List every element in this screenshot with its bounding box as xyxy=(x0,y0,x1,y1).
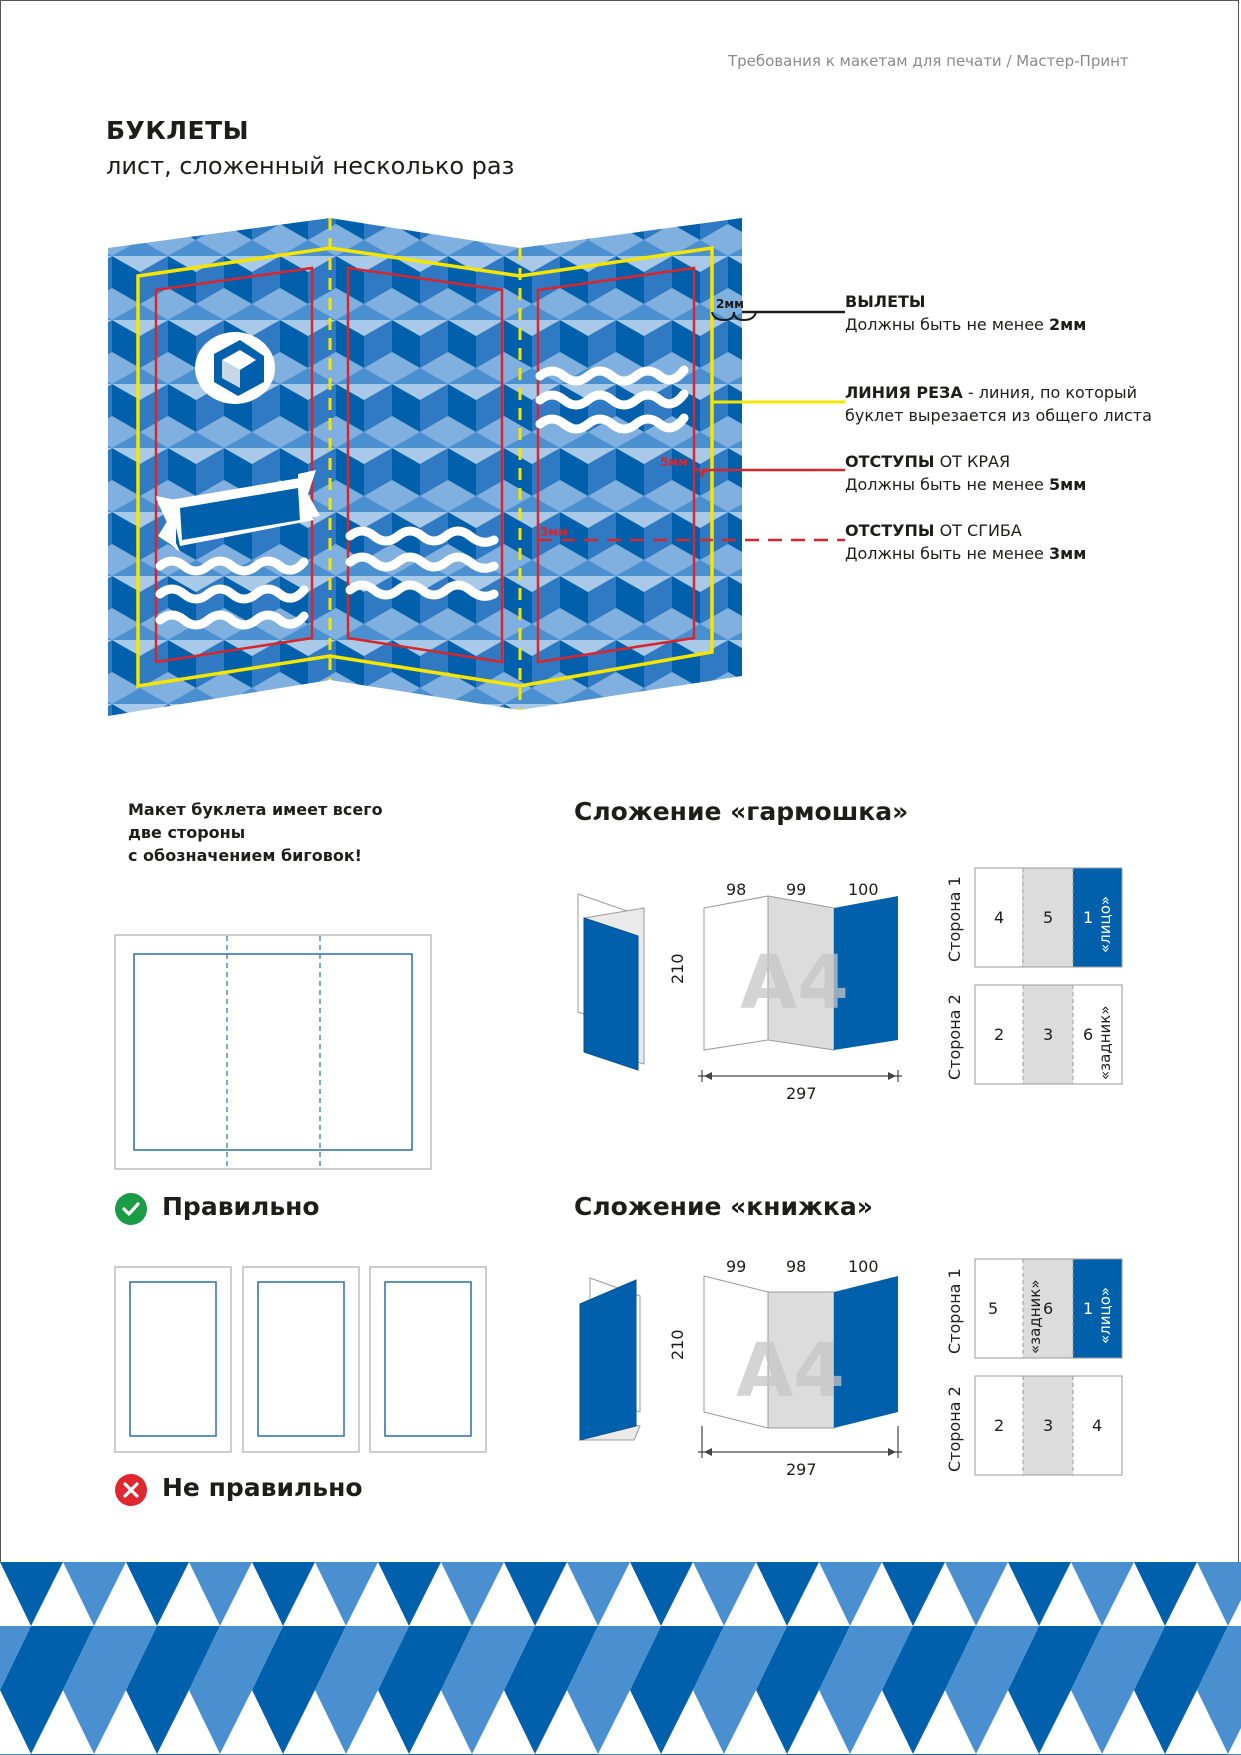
book-s2-cell-1: 2 xyxy=(994,1416,1004,1435)
bleed-bracket xyxy=(711,311,757,322)
safe-area-panel-2 xyxy=(346,266,504,664)
legend-trim: ЛИНИЯ РЕЗА - линия, по который буклет вы… xyxy=(845,383,1152,425)
acc-s2-cell-2: 3 xyxy=(1043,1025,1053,1044)
accordion-format: A4 xyxy=(740,940,849,1026)
acc-s2-cell-1: 2 xyxy=(994,1025,1004,1044)
correct-layout-sheet xyxy=(114,934,432,1170)
page-title: БУКЛЕТЫ xyxy=(106,116,250,145)
accordion-side1-label: Сторона 1 xyxy=(945,876,964,962)
book-format: A4 xyxy=(736,1328,845,1414)
book-total: 297 xyxy=(786,1460,817,1479)
accordion-width-2: 99 xyxy=(786,880,807,899)
book-title: Сложение «книжка» xyxy=(574,1192,873,1221)
acc-s2-cell-3: 6 xyxy=(1083,1025,1093,1044)
accordion-title: Сложение «гармошка» xyxy=(574,797,909,826)
book-s1-cell-2: 6 xyxy=(1043,1299,1053,1318)
page-subtitle: лист, сложенный несколько раз xyxy=(106,152,515,180)
book-s1-tag: «лицо» xyxy=(1096,1287,1114,1344)
wrong-layout-sheets xyxy=(114,1266,487,1453)
fold-callout-label: 3мм xyxy=(540,525,568,539)
accordion-height: 210 xyxy=(668,953,687,984)
book-side1-scheme: 5 6 «задник» 1 «лицо» xyxy=(974,1258,1123,1359)
acc-s1-cell-1: 4 xyxy=(994,908,1004,927)
book-side2-label: Сторона 2 xyxy=(945,1386,964,1472)
safe-area-panel-1 xyxy=(154,266,314,664)
running-header: Требования к макетам для печати / Мастер… xyxy=(728,52,1129,70)
booklet-sheet xyxy=(108,218,742,716)
accordion-width-3: 100 xyxy=(848,880,879,899)
layout-note: Макет буклета имеет всего две стороны с … xyxy=(128,800,383,865)
accordion-side2-scheme: 2 3 6 «задник» xyxy=(974,984,1123,1085)
trim-line xyxy=(136,245,714,689)
book-width-1: 99 xyxy=(726,1257,747,1276)
wrong-label: Не правильно xyxy=(162,1473,363,1502)
accordion-width-1: 98 xyxy=(726,880,747,899)
book-folded-icon xyxy=(579,1277,641,1441)
book-side2-scheme: 2 3 4 xyxy=(974,1375,1123,1476)
accordion-side2-label: Сторона 2 xyxy=(945,994,964,1080)
footer-pattern xyxy=(0,1562,1241,1755)
legend-edge-margin: ОТСТУПЫ ОТ КРАЯ Должны быть не менее 5мм xyxy=(845,452,1087,494)
book-s2-cell-2: 3 xyxy=(1043,1416,1053,1435)
book-unfolded-sheet: A4 xyxy=(698,1275,902,1458)
book-width-2: 98 xyxy=(786,1257,807,1276)
safe-area-panel-3 xyxy=(536,266,696,664)
acc-s1-cell-3: 1 xyxy=(1083,908,1093,927)
booklet-illustration: 2мм 5мм 3мм xyxy=(108,218,845,716)
accordion-total: 297 xyxy=(786,1084,817,1103)
book-side1-label: Сторона 1 xyxy=(945,1268,964,1354)
checkmark-icon xyxy=(115,1193,147,1225)
acc-s2-tag: «задник» xyxy=(1096,1005,1114,1080)
margin-callout-label: 5мм xyxy=(660,455,688,469)
text-placeholder-lines xyxy=(155,365,689,630)
accordion-side1-scheme: 4 5 1 «лицо» xyxy=(974,867,1123,968)
book-s1-tag-mid: «задник» xyxy=(1026,1279,1044,1354)
legend-fold-margin: ОТСТУПЫ ОТ СГИБА Должны быть не менее 3м… xyxy=(845,521,1087,563)
book-width-3: 100 xyxy=(848,1257,879,1276)
bleed-callout-label: 2мм xyxy=(716,297,744,311)
legend-bleed: ВЫЛЕТЫ Должны быть не менее 2мм xyxy=(845,292,1087,334)
accordion-unfolded-sheet: A4 xyxy=(698,895,902,1082)
book-s1-cell-3: 1 xyxy=(1083,1299,1093,1318)
acc-s1-cell-2: 5 xyxy=(1043,908,1053,927)
acc-s1-tag: «лицо» xyxy=(1096,896,1114,953)
accordion-folded-icon xyxy=(577,893,645,1071)
book-height: 210 xyxy=(668,1329,687,1360)
correct-label: Правильно xyxy=(162,1192,320,1221)
cross-icon xyxy=(115,1474,147,1506)
book-s2-cell-3: 4 xyxy=(1092,1416,1102,1435)
book-s1-cell-1: 5 xyxy=(988,1299,998,1318)
